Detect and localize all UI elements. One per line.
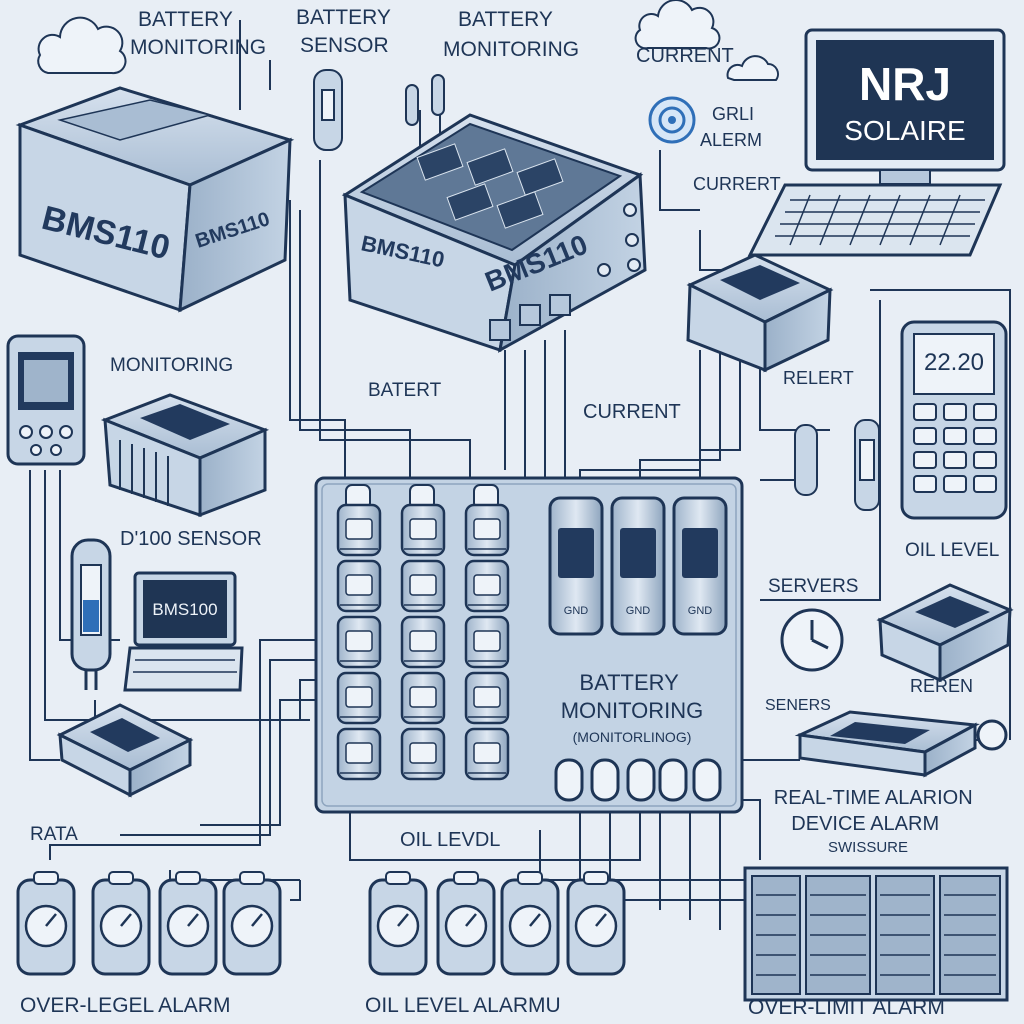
- label-seners: SENERS: [765, 697, 831, 714]
- battery-cell-icon: [464, 727, 510, 781]
- panel-meter-group: GND GND GND: [548, 496, 728, 636]
- battery-cell-column: [336, 484, 382, 781]
- handheld-meter-icon: [6, 334, 86, 466]
- bms-controller-left: BMS110 BMS110: [15, 86, 295, 313]
- laptop-screen-label: BMS100: [152, 600, 217, 619]
- cloud-icon: [37, 16, 127, 75]
- battery-cell-icon: [400, 671, 446, 725]
- label-over-limit-alarm: OVER-LIMIT ALARM: [748, 996, 945, 1019]
- panel-subtitle: (MONITORLINOG): [573, 729, 692, 745]
- label-relert: RELERT: [783, 368, 854, 388]
- label-rata: RATA: [30, 824, 78, 845]
- right-meter-display: 22.20: [924, 349, 984, 376]
- cloud-icon: [634, 0, 721, 50]
- sensor-module-left: [100, 393, 270, 518]
- battery-cell-icon: [464, 671, 510, 725]
- gauge-icon: [500, 871, 560, 976]
- panel-meter: GND: [672, 496, 728, 636]
- label-oil-level-right: OIL LEVEL: [905, 540, 999, 561]
- panel-title: BATTERY MONITORING: [561, 670, 704, 723]
- battery-cell-icon: [400, 727, 446, 781]
- gauge-icon: [222, 871, 282, 976]
- laptop-icon: NRJ SOLAIRE: [747, 28, 1006, 257]
- sensor-probe-icon: [794, 419, 880, 511]
- gauge-array: [16, 871, 626, 976]
- label-monitoring-left: MONITORING: [110, 355, 233, 376]
- panel-meter: GND: [548, 496, 604, 636]
- label-batery: BATERT: [368, 380, 442, 401]
- label-grid-alarm: GRLI ALERM: [700, 104, 762, 150]
- panel-connectors: [554, 758, 722, 802]
- bms-controller-center: BMS110 BMS110: [341, 113, 647, 353]
- battery-cell-column: [464, 484, 510, 781]
- label-battery-sensor: BATTERY SENSOR: [296, 6, 396, 57]
- battery-cell-icon: [336, 727, 382, 781]
- battery-cell-icon: [464, 559, 510, 613]
- battery-cell-stack: [336, 484, 510, 781]
- label-current-center: CURRENT: [583, 401, 681, 423]
- label-current-top: CURRENT: [636, 45, 734, 67]
- panel-meter: GND: [610, 496, 666, 636]
- sensor-dial: [976, 719, 1008, 751]
- sensor-probe-icon: [70, 538, 112, 690]
- gauge-icon: [566, 871, 626, 976]
- label-sensor-left: D'100 SENSOR: [120, 528, 262, 550]
- sensor-probe-icon: [313, 69, 445, 151]
- label-oil-level-center: OIL LEVDL: [400, 829, 500, 851]
- sensor-module-right: [686, 253, 834, 373]
- label-realtime-alarm: REAL-TIME ALARION DEVICE ALARM SWISSURE: [774, 787, 979, 856]
- alarm-dial-icon: [648, 96, 696, 144]
- battery-cell-icon: [400, 615, 446, 669]
- label-battery-monitoring-top-center: BATTERY MONITORING: [443, 8, 579, 61]
- sensor-module-bottom-left: [56, 703, 194, 798]
- battery-cell-column: [400, 484, 446, 781]
- battery-cell-icon: [336, 503, 382, 557]
- meter-label: GND: [626, 605, 651, 617]
- battery-cell-icon: [336, 671, 382, 725]
- battery-cell-icon: [464, 503, 510, 557]
- label-over-legel-alarm: OVER-LEGEL ALARM: [20, 994, 230, 1017]
- brand-name: NRJ: [859, 58, 951, 110]
- label-reren: REREN: [910, 676, 973, 696]
- gauge-icon: [16, 871, 76, 976]
- battery-cell-icon: [400, 503, 446, 557]
- gauge-icon: [158, 871, 218, 976]
- label-oil-level-alarmu: OIL LEVEL ALARMU: [365, 994, 561, 1017]
- laptop-icon: BMS100: [123, 571, 244, 692]
- server-rack-icon: [743, 866, 1009, 1002]
- battery-cell-icon: [336, 559, 382, 613]
- battery-cell-icon: [464, 615, 510, 669]
- brand-sub: SOLAIRE: [844, 115, 965, 146]
- gauge-icon: [436, 871, 496, 976]
- gauge-icon: [91, 871, 151, 976]
- label-current-mid-right: CURRERT: [693, 174, 781, 194]
- handheld-meter-icon: 22.20: [900, 320, 1008, 520]
- server-module-right: [876, 583, 1014, 683]
- network-device: [794, 710, 980, 778]
- battery-cell-icon: [336, 615, 382, 669]
- label-battery-monitoring-top-left: BATTERY MONITORING: [130, 8, 266, 59]
- clock-icon: [780, 608, 844, 672]
- gauge-icon: [368, 871, 428, 976]
- label-servers: SERVERS: [768, 576, 858, 597]
- battery-cell-icon: [400, 559, 446, 613]
- cloud-icon: [726, 55, 779, 81]
- meter-label: GND: [564, 605, 589, 617]
- meter-label: GND: [688, 605, 713, 617]
